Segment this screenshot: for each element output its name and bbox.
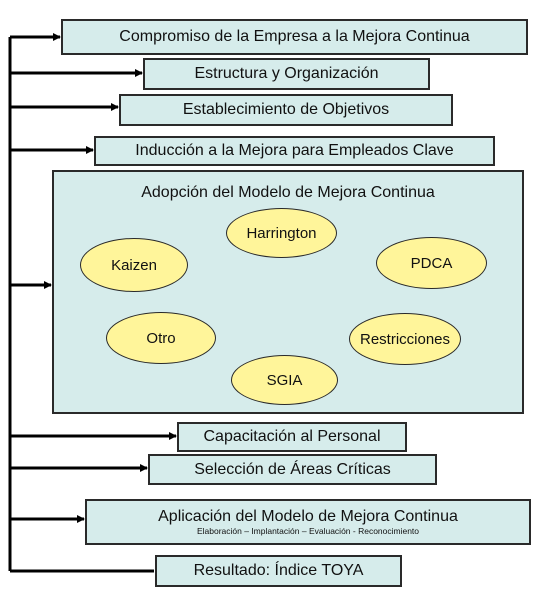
step-seleccion-label: Selección de Áreas Críticas bbox=[194, 460, 391, 478]
step-induccion-label: Inducción a la Mejora para Empleados Cla… bbox=[135, 142, 454, 159]
step-resultado: Resultado: Índice TOYA bbox=[155, 555, 402, 587]
step-compromiso: Compromiso de la Empresa a la Mejora Con… bbox=[61, 19, 528, 55]
option-kaizen: Kaizen bbox=[80, 238, 188, 292]
option-sgia-label: SGIA bbox=[266, 371, 303, 389]
step-aplicacion-label: Aplicación del Modelo de Mejora Continua bbox=[158, 508, 458, 526]
step-resultado-label: Resultado: Índice TOYA bbox=[193, 562, 364, 579]
option-pdca-label: PDCA bbox=[410, 254, 453, 272]
step-objetivos: Establecimiento de Objetivos bbox=[119, 94, 453, 126]
option-otro: Otro bbox=[106, 312, 216, 364]
step-aplicacion-subtitle: Elaboración – Implantación – Evaluación … bbox=[196, 525, 420, 536]
step-seleccion: Selección de Áreas Críticas bbox=[148, 454, 437, 485]
option-pdca: PDCA bbox=[376, 237, 487, 289]
option-sgia: SGIA bbox=[231, 355, 338, 405]
step-estructura-label: Estructura y Organización bbox=[194, 65, 379, 82]
option-restricciones: Restricciones bbox=[349, 313, 461, 365]
option-kaizen-label: Kaizen bbox=[111, 256, 157, 274]
option-harrington-label: Harrington bbox=[246, 224, 317, 242]
option-otro-label: Otro bbox=[146, 329, 176, 347]
step-estructura: Estructura y Organización bbox=[143, 58, 430, 90]
step-capacitacion-label: Capacitación al Personal bbox=[203, 428, 381, 445]
option-restricciones-label: Restricciones bbox=[359, 330, 451, 348]
step-compromiso-label: Compromiso de la Empresa a la Mejora Con… bbox=[119, 28, 470, 45]
step-aplicacion: Aplicación del Modelo de Mejora Continua… bbox=[85, 499, 531, 545]
step-objetivos-label: Establecimiento de Objetivos bbox=[182, 101, 390, 118]
step-induccion: Inducción a la Mejora para Empleados Cla… bbox=[94, 136, 495, 166]
step-capacitacion: Capacitación al Personal bbox=[177, 422, 407, 452]
model-title: Adopción del Modelo de Mejora Continua bbox=[141, 184, 435, 201]
option-harrington: Harrington bbox=[226, 208, 337, 258]
